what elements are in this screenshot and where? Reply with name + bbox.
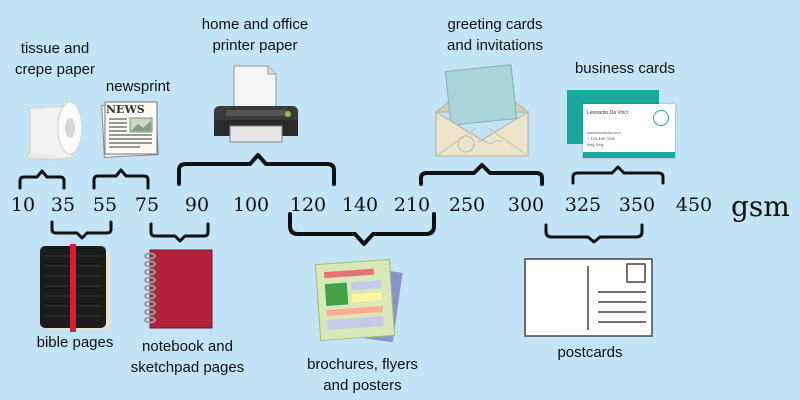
business-card-icon: Leonardo Da Vinci www.leonardo.com + 123… [565, 90, 680, 162]
brace-notebook [149, 222, 210, 243]
tick-210: 210 [393, 194, 431, 216]
card-line-2: + 123 456 7890 [587, 136, 615, 141]
cart-logo-icon [653, 110, 669, 126]
tick-75: 75 [134, 194, 160, 216]
tick-10: 10 [10, 194, 36, 216]
card-name: Leonardo Da Vinci [587, 110, 629, 116]
gsm-unit: gsm [731, 190, 790, 223]
tick-120: 120 [289, 194, 327, 216]
tick-250: 250 [448, 194, 486, 216]
newsprint-label: newsprint [105, 78, 171, 95]
tick-90: 90 [184, 194, 210, 216]
notebook-icon [144, 249, 213, 329]
tissue-roll-icon [25, 101, 83, 161]
business-label: business cards [574, 60, 676, 77]
brace-newsprint [92, 168, 150, 190]
brochure-icon [314, 258, 403, 343]
brace-printer [177, 153, 336, 186]
postcards-label: postcards [557, 344, 623, 361]
bible-icon [40, 244, 110, 332]
brace-brochures [288, 212, 436, 246]
envelope-icon [434, 64, 530, 157]
card-line-3: Italy, Italy [587, 142, 604, 147]
card-line-1: www.leonardo.com [587, 130, 621, 135]
postcard-icon [524, 258, 653, 337]
brace-tissue [18, 169, 66, 190]
brace-postcards [544, 223, 644, 244]
newspaper-icon: NEWS [100, 100, 160, 158]
tick-300: 300 [507, 194, 545, 216]
brace-business [571, 165, 665, 185]
newspaper-masthead: NEWS [106, 103, 145, 116]
tick-350: 350 [618, 194, 656, 216]
tick-55: 55 [92, 194, 118, 216]
printer-icon [214, 65, 298, 143]
tick-325: 325 [564, 194, 602, 216]
tick-450: 450 [675, 194, 713, 216]
bible-label: bible pages [36, 334, 114, 351]
tick-140: 140 [341, 194, 379, 216]
brace-greeting [419, 163, 544, 186]
brace-bible [50, 220, 113, 240]
tick-35: 35 [50, 194, 76, 216]
tick-100: 100 [232, 194, 270, 216]
